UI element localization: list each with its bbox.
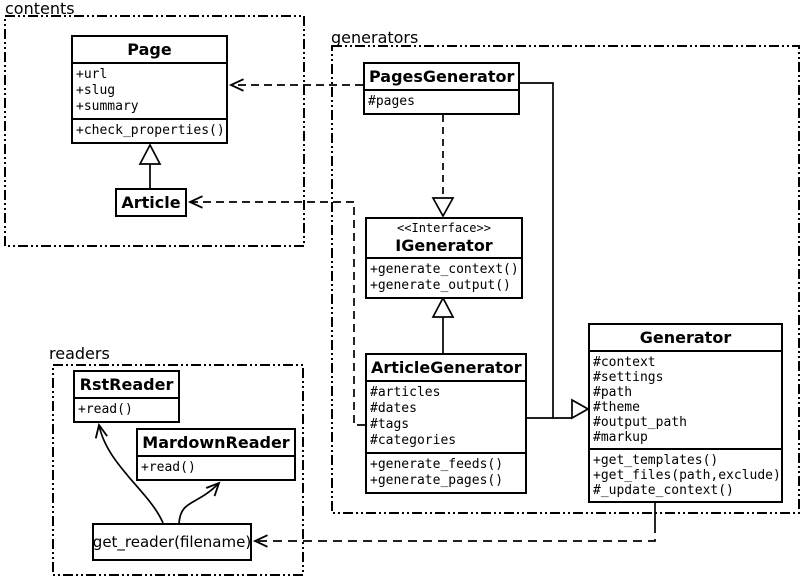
class-box-article: Article xyxy=(115,188,187,217)
attribute-row: #markup xyxy=(593,430,648,445)
class-name-page: Page xyxy=(127,40,172,59)
method-row: +generate_feeds() xyxy=(370,457,504,472)
method-row: +get_templates() xyxy=(593,453,719,468)
attribute-row: #context xyxy=(593,355,656,370)
method-row: +generate_output() xyxy=(370,278,511,293)
contents-package-label: contents xyxy=(5,0,75,18)
attribute-row: #dates xyxy=(370,401,417,416)
get-reader-label: get_reader(filename) xyxy=(92,533,252,551)
class-box-mardownreader: MardownReader +read() xyxy=(136,428,296,481)
attribute-row: #articles xyxy=(370,385,441,400)
attribute-row: +url xyxy=(76,67,108,82)
generators-package-label: generators xyxy=(331,28,419,47)
page-attributes-section: +url +slug +summary xyxy=(73,62,226,118)
method-row: +generate_pages() xyxy=(370,473,504,488)
pagesgenerator-to-generator-generalization-line xyxy=(520,82,572,419)
article-to-page-generalization-triangle xyxy=(138,143,162,165)
method-row: +read() xyxy=(78,402,133,417)
igenerator-header: <<Interface>> IGenerator xyxy=(367,219,521,257)
method-row: +check_properties() xyxy=(76,123,225,138)
attribute-row: #pages xyxy=(368,94,415,109)
contents-package-frame xyxy=(4,15,305,247)
class-name-mardownreader: MardownReader xyxy=(142,433,290,452)
articlegenerator-attributes-section: #articles #dates #tags #categories xyxy=(367,380,525,452)
articlegenerator-to-igenerator-generalization-triangle xyxy=(431,296,455,318)
rstreader-methods-section: +read() xyxy=(75,397,178,421)
attribute-row: #theme xyxy=(593,400,640,415)
attribute-row: #settings xyxy=(593,370,664,385)
attribute-row: #categories xyxy=(370,433,457,448)
getreader-to-rstreader-arrow xyxy=(94,422,164,524)
class-name-generator: Generator xyxy=(639,328,732,347)
attribute-row: #tags xyxy=(370,417,410,432)
method-row: +generate_context() xyxy=(370,262,519,277)
pagesgenerator-to-igenerator-realization-triangle xyxy=(431,197,455,218)
attribute-row: +slug xyxy=(76,83,116,98)
get-reader-node: get_reader(filename) xyxy=(92,523,252,561)
class-name-article: Article xyxy=(121,193,181,212)
attribute-row: +summary xyxy=(76,99,139,114)
mardownreader-methods-section: +read() xyxy=(138,455,294,479)
readers-package-frame xyxy=(52,364,304,576)
articlegenerator-to-article-dependency xyxy=(187,195,365,426)
generator-methods-section: +get_templates() +get_files(path,exclude… xyxy=(590,448,781,501)
class-name-articlegenerator: ArticleGenerator xyxy=(371,358,522,377)
class-box-page: Page +url +slug +summary +check_properti… xyxy=(71,35,228,144)
class-box-pagesgenerator: PagesGenerator #pages xyxy=(363,62,520,115)
class-name-rstreader: RstReader xyxy=(79,375,174,394)
class-box-igenerator: <<Interface>> IGenerator +generate_conte… xyxy=(365,217,523,299)
generators-package-frame xyxy=(331,45,800,514)
getreader-to-mardownreader-arrow xyxy=(178,481,221,524)
class-box-articlegenerator: ArticleGenerator #articles #dates #tags … xyxy=(365,353,527,494)
method-row: +get_files(path,exclude) xyxy=(593,468,781,483)
readers-package-label: readers xyxy=(49,344,110,363)
class-box-rstreader: RstReader +read() xyxy=(73,370,180,423)
generator-generalization-triangle xyxy=(571,398,590,420)
generator-to-getreader-dependency xyxy=(252,524,656,548)
class-name-igenerator: IGenerator xyxy=(395,236,493,255)
pagesgenerator-attributes-section: #pages xyxy=(365,89,518,113)
class-name-pagesgenerator: PagesGenerator xyxy=(369,67,515,86)
igenerator-methods-section: +generate_context() +generate_output() xyxy=(367,257,521,297)
class-box-generator: Generator #context #settings #path #them… xyxy=(588,323,783,503)
attribute-row: #output_path xyxy=(593,415,687,430)
attribute-row: #path xyxy=(593,385,633,400)
method-row: +read() xyxy=(141,460,196,475)
articlegenerator-methods-section: +generate_feeds() +generate_pages() xyxy=(367,452,525,492)
igenerator-stereotype: <<Interface>> xyxy=(397,221,491,235)
generator-attributes-section: #context #settings #path #theme #output_… xyxy=(590,350,781,448)
method-row: #_update_context() xyxy=(593,483,734,498)
page-methods-section: +check_properties() xyxy=(73,118,226,142)
